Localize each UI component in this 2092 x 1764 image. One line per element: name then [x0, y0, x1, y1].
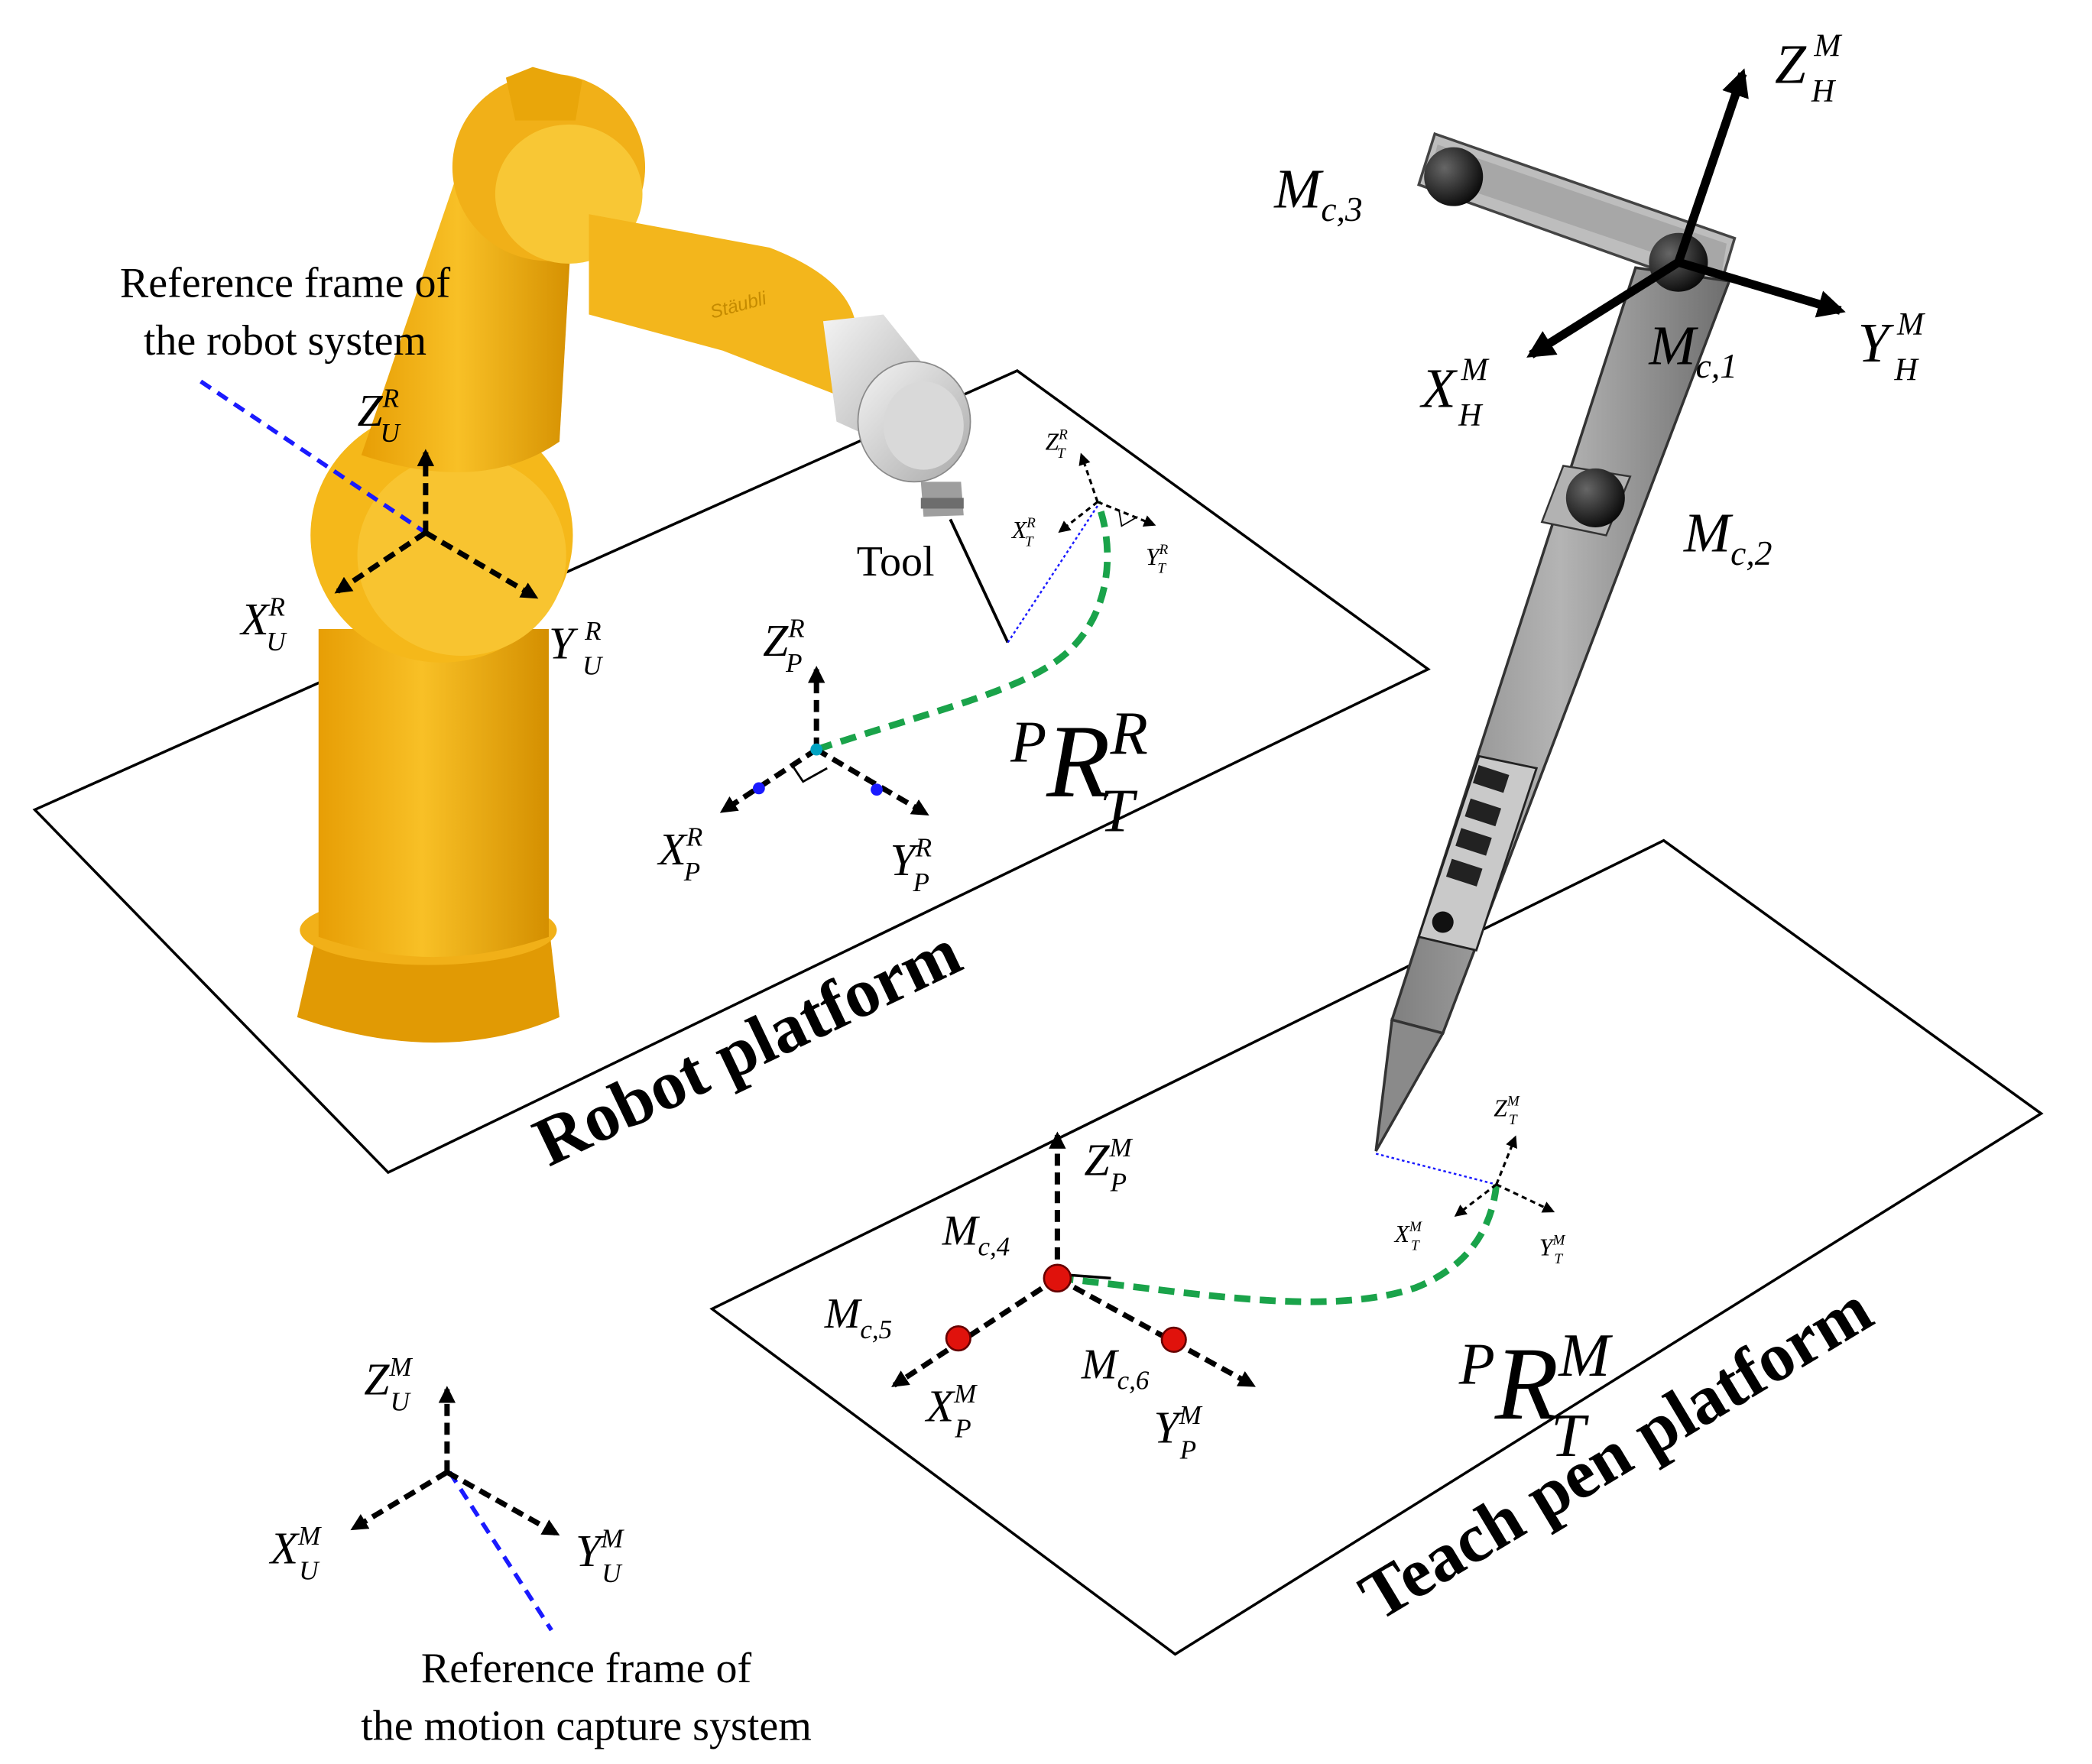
mocap-reference-pointer [448, 1471, 553, 1632]
frame-U-R-axes [334, 449, 539, 600]
robot-reference-pointer [199, 379, 427, 535]
label-mc6: Mc,6 [1081, 1341, 1150, 1396]
frame-P-M-axes [890, 1131, 1256, 1388]
frame-H-M-axes [1526, 68, 1846, 358]
label-mc3: Mc,3 [1273, 157, 1363, 229]
robot-platform-plane [32, 369, 1431, 1175]
marker-mc3-ball [1424, 147, 1484, 206]
label-mc1: Mc,1 [1648, 313, 1737, 385]
robot-trajectory-curve [815, 501, 1111, 753]
teach-pen-platform-plane [709, 838, 2044, 1656]
marker-mc4-dot [1043, 1263, 1072, 1293]
frame-T-R-axes [1058, 452, 1156, 533]
frame-U-M-axes [350, 1386, 560, 1536]
pen-tip-to-frame-dotted [1375, 1153, 1497, 1185]
marker-mc6-dot [1160, 1326, 1187, 1353]
tool-line [949, 518, 1010, 644]
robot-reference-caption-line1: Reference frame of [120, 260, 451, 307]
mocap-reference-caption-line2: the motion capture system [361, 1702, 812, 1749]
label-mc4: Mc,4 [942, 1208, 1010, 1262]
label-mc5: Mc,5 [824, 1290, 892, 1344]
mocap-reference-caption-line1: Reference frame of [421, 1645, 752, 1692]
robot-reference-caption-line2: the robot system [144, 317, 427, 365]
teach-pen-trajectory-curve [1056, 1184, 1500, 1305]
tool-to-frame-dotted [1007, 505, 1098, 644]
tool-label: Tool [857, 538, 935, 585]
robot-platform-title: Robot platform [522, 913, 972, 1181]
robot-arm: Stäubli [297, 66, 971, 1043]
marker-mc2-ball [1565, 468, 1625, 527]
frame-P-R-axes [719, 666, 929, 816]
label-mc2: Mc,2 [1683, 501, 1773, 572]
marker-mc5-dot [945, 1325, 971, 1352]
teach-pen-platform-title: Teach pen platform [1347, 1269, 1885, 1635]
frame-T-M-axes [1454, 1135, 1555, 1217]
